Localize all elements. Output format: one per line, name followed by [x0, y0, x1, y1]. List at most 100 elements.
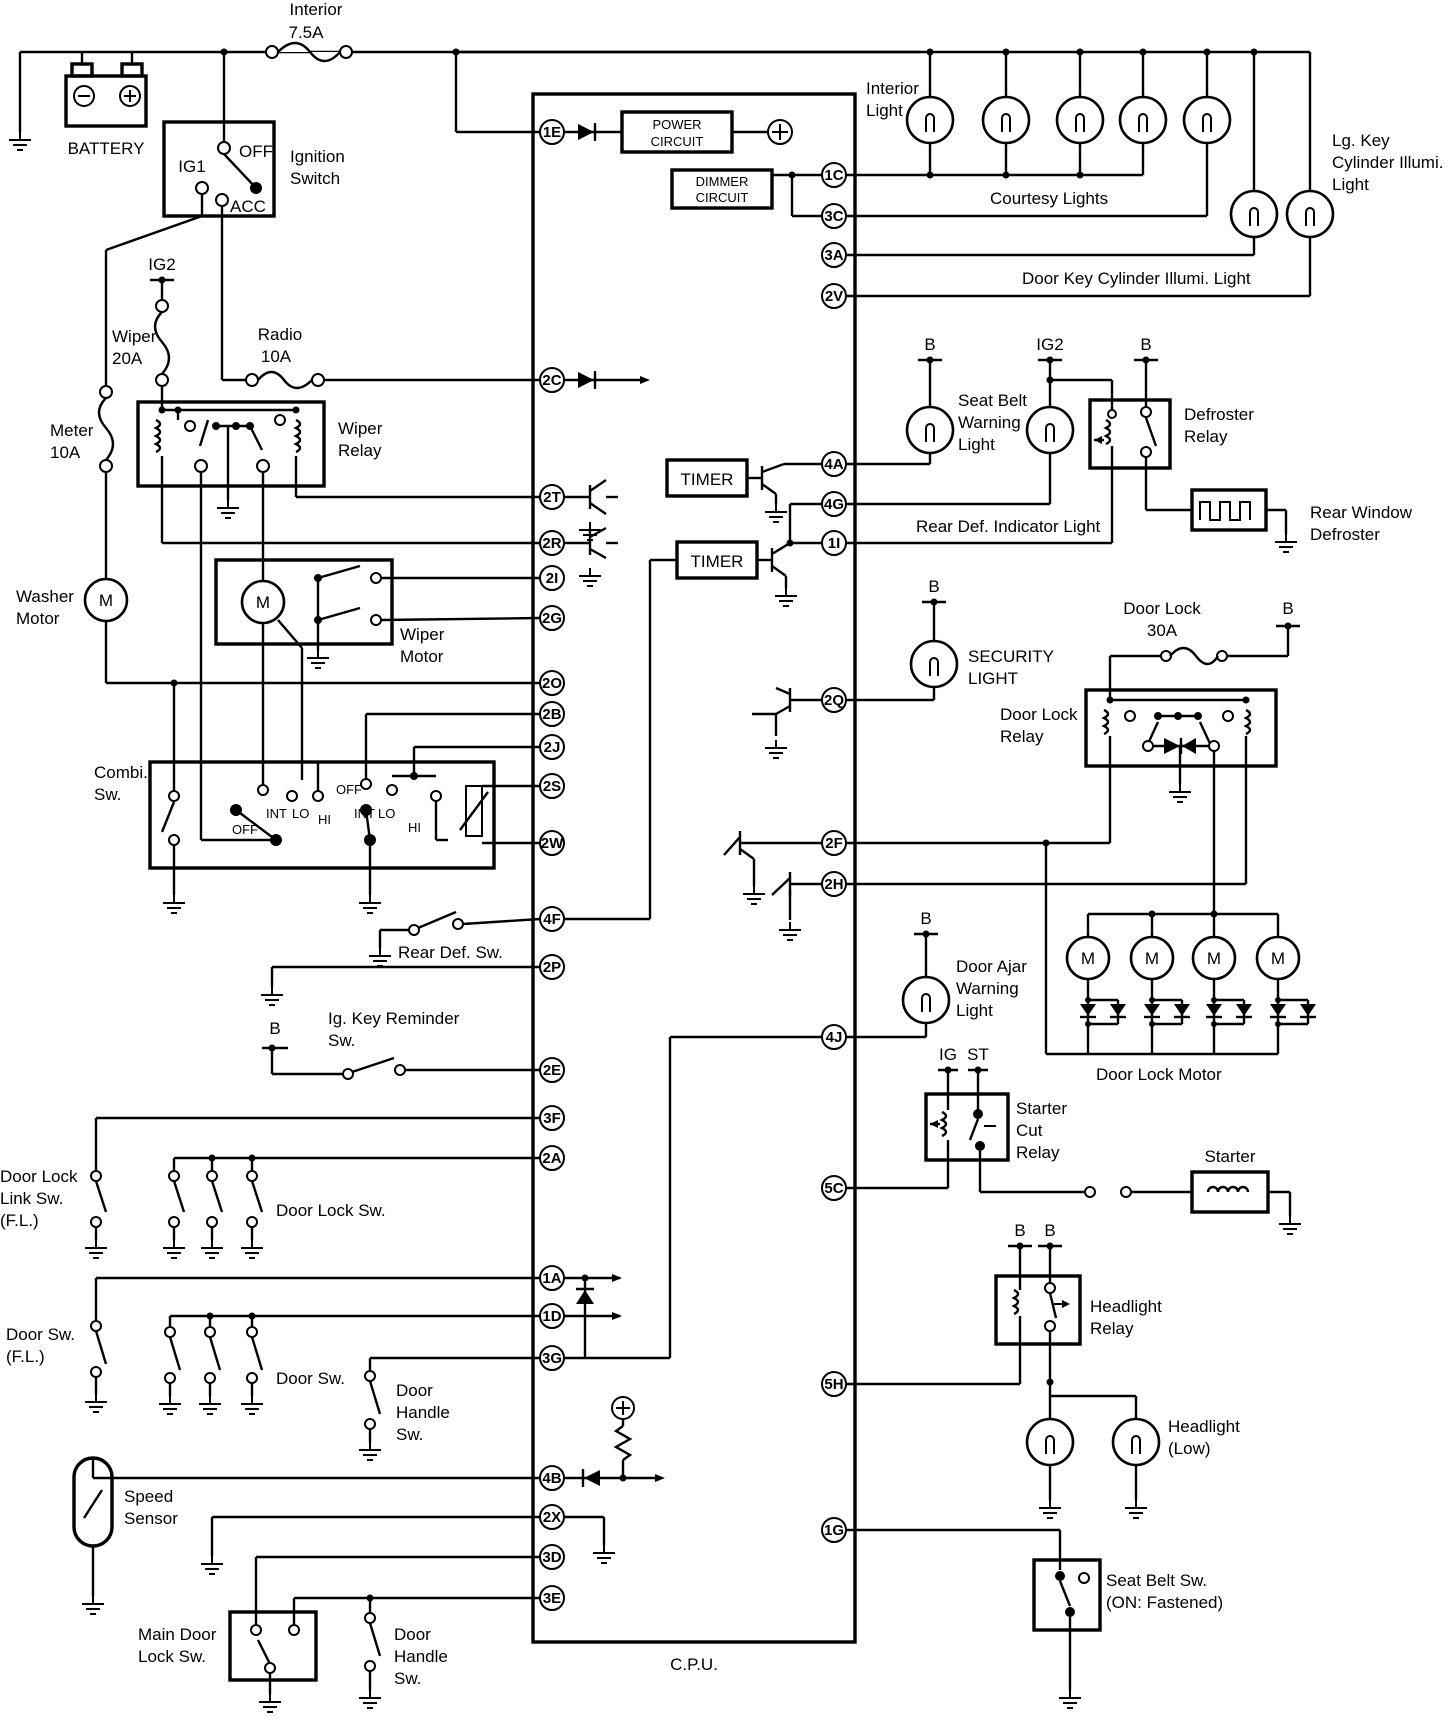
svg-text:Door Sw.: Door Sw.: [276, 1369, 345, 1388]
svg-text:30A: 30A: [1147, 621, 1178, 640]
svg-text:M: M: [256, 593, 270, 612]
svg-text:B: B: [924, 335, 935, 354]
svg-text:Relay: Relay: [1000, 727, 1044, 746]
svg-text:(ON: Fastened): (ON: Fastened): [1106, 1593, 1223, 1612]
svg-text:(Low): (Low): [1168, 1439, 1211, 1458]
svg-text:4G: 4G: [824, 496, 844, 513]
svg-text:OFF: OFF: [232, 822, 258, 837]
svg-text:Seat Belt Sw.: Seat Belt Sw.: [1106, 1571, 1207, 1590]
svg-text:Light: Light: [866, 101, 903, 120]
svg-text:2E: 2E: [543, 1062, 561, 1079]
svg-text:Door Sw.: Door Sw.: [6, 1325, 75, 1344]
svg-text:3E: 3E: [543, 1590, 561, 1607]
svg-text:Sw.: Sw.: [394, 1669, 421, 1688]
svg-text:Radio: Radio: [258, 325, 302, 344]
svg-text:Sensor: Sensor: [124, 1509, 178, 1528]
main-door-lock-switch: Main Door Lock Sw. Door Handle Sw.: [138, 1555, 540, 1713]
svg-text:M: M: [1271, 949, 1285, 968]
starter-cut-relay: IG ST Starter Cut Relay: [846, 1045, 1192, 1198]
battery-label: BATTERY: [68, 139, 145, 158]
svg-text:2V: 2V: [825, 288, 843, 305]
svg-text:Door Ajar: Door Ajar: [956, 957, 1027, 976]
dimmer-circuit-label-1: DIMMER: [696, 174, 749, 189]
svg-text:Combi.: Combi.: [94, 763, 148, 782]
svg-text:(F.L.): (F.L.): [6, 1347, 45, 1366]
svg-text:Courtesy Lights: Courtesy Lights: [990, 189, 1108, 208]
svg-text:1C: 1C: [824, 167, 843, 184]
svg-text:Door: Door: [396, 1381, 433, 1400]
svg-text:B: B: [1014, 1221, 1025, 1240]
timer-label-2: TIMER: [691, 552, 744, 571]
svg-text:2B: 2B: [542, 706, 561, 723]
power-circuit-label-1: POWER: [652, 117, 701, 132]
svg-text:LO: LO: [378, 806, 395, 821]
svg-text:Speed: Speed: [124, 1487, 173, 1506]
dimmer-circuit-box: [670, 168, 774, 210]
svg-text:3A: 3A: [824, 247, 843, 264]
dimmer-circuit-label-2: CIRCUIT: [696, 190, 749, 205]
svg-text:2I: 2I: [546, 570, 559, 587]
svg-text:Defroster: Defroster: [1184, 405, 1254, 424]
interior-fuse-label-2: 7.5A: [289, 23, 325, 42]
svg-text:IG1: IG1: [178, 157, 205, 176]
svg-text:Warning: Warning: [956, 979, 1019, 998]
svg-text:Rear Def. Sw.: Rear Def. Sw.: [398, 943, 503, 962]
svg-text:B: B: [269, 1019, 280, 1038]
svg-text:2C: 2C: [542, 372, 561, 389]
ig-key-reminder-switch: Ig. Key Reminder Sw. B: [262, 1009, 540, 1080]
svg-text:Rear Def. Indicator Light: Rear Def. Indicator Light: [916, 517, 1101, 536]
svg-text:Lock Sw.: Lock Sw.: [138, 1647, 206, 1666]
ignition-switch: IG1 OFF ACC Ignition Switch: [104, 52, 345, 386]
svg-text:ACC: ACC: [230, 197, 266, 216]
svg-text:2T: 2T: [543, 489, 561, 506]
radio-fuse: Radio 10A: [245, 325, 540, 390]
svg-text:20A: 20A: [112, 349, 143, 368]
svg-text:INT: INT: [354, 806, 375, 821]
svg-text:Cylinder Illumi.: Cylinder Illumi.: [1332, 153, 1443, 172]
svg-text:B: B: [928, 577, 939, 596]
svg-text:5C: 5C: [824, 1180, 843, 1197]
svg-text:Door Lock: Door Lock: [1000, 705, 1078, 724]
svg-text:Defroster: Defroster: [1310, 525, 1380, 544]
svg-text:3G: 3G: [542, 1350, 562, 1367]
svg-text:2R: 2R: [542, 535, 561, 552]
cpu-right-pins: 1C 3C 3A 2V 4A 4G 1I 2Q 2F 2H 4J 5C 5H 1…: [821, 162, 847, 1543]
svg-text:B: B: [1140, 335, 1151, 354]
seat-belt-switch: Seat Belt Sw. (ON: Fastened): [846, 1528, 1223, 1709]
combi-switch: Combi. Sw. OFF INT LO HI OFF INT: [94, 683, 540, 914]
svg-text:10A: 10A: [261, 347, 292, 366]
cpu-box: [531, 92, 857, 1644]
svg-text:1A: 1A: [542, 1270, 561, 1287]
speed-sensor: Speed Sensor: [72, 1456, 540, 1615]
power-circuit-label-2: CIRCUIT: [651, 134, 704, 149]
svg-text:(F.L.): (F.L.): [0, 1211, 39, 1230]
door-lock-switches: Door Lock Link Sw. (F.L.) Door Lock Sw.: [0, 1116, 540, 1259]
svg-text:Starter: Starter: [1204, 1147, 1255, 1166]
svg-text:Link Sw.: Link Sw.: [0, 1189, 63, 1208]
battery-section: BATTERY Interior 7.5A: [8, 0, 920, 158]
svg-text:1G: 1G: [824, 1522, 844, 1539]
wiper-motor: M Wiper Motor: [214, 558, 541, 780]
svg-text:10A: 10A: [50, 443, 81, 462]
svg-text:Starter: Starter: [1016, 1099, 1067, 1118]
svg-text:Switch: Switch: [290, 169, 340, 188]
svg-text:Cut: Cut: [1016, 1121, 1043, 1140]
svg-text:Door Lock Motor: Door Lock Motor: [1096, 1065, 1222, 1084]
svg-text:B: B: [1044, 1221, 1055, 1240]
interior-courtesy-lights: Interior Light Courtesy Lights: [456, 48, 1310, 218]
starter: Starter: [1190, 1147, 1302, 1235]
rear-def-switch: Rear Def. Sw.: [368, 910, 541, 967]
svg-text:Sw.: Sw.: [94, 785, 121, 804]
svg-text:Warning: Warning: [958, 413, 1021, 432]
svg-text:Light: Light: [1332, 175, 1369, 194]
svg-text:Sw.: Sw.: [396, 1425, 423, 1444]
interior-fuse-label-1: Interior: [290, 0, 343, 19]
svg-text:2X: 2X: [543, 1509, 561, 1526]
seat-belt-warning-defroster: B Seat Belt Warning Light IG2 Rear Def. …: [846, 335, 1413, 553]
svg-text:Sw.: Sw.: [328, 1031, 355, 1050]
svg-text:5H: 5H: [824, 1376, 843, 1393]
svg-text:Headlight: Headlight: [1168, 1417, 1240, 1436]
svg-text:Wiper: Wiper: [400, 625, 445, 644]
svg-text:Washer: Washer: [16, 587, 74, 606]
